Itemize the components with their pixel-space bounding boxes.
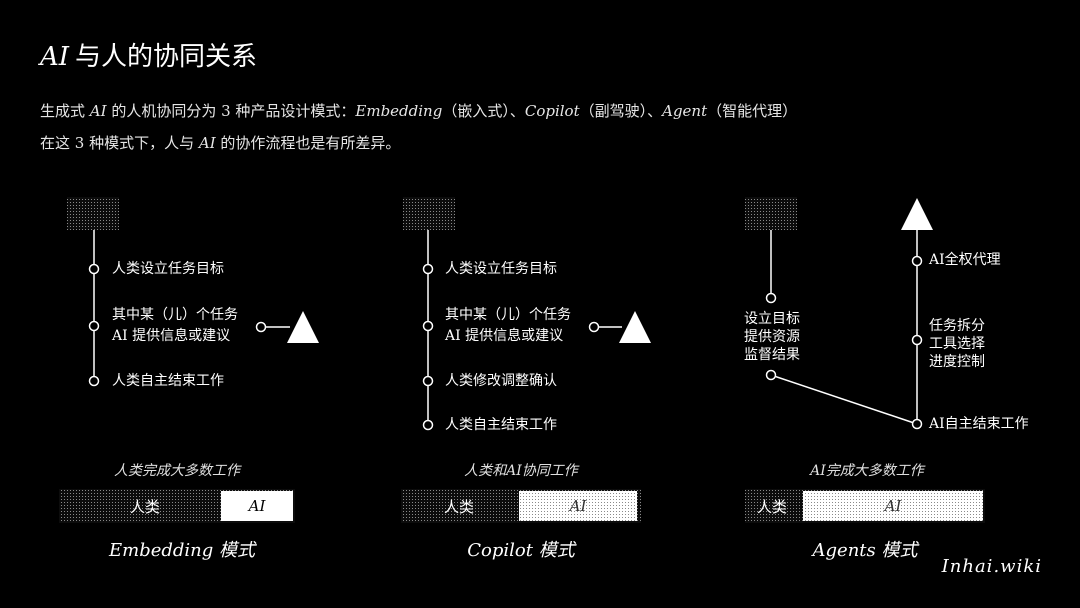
step-node: [765, 292, 777, 304]
embedding-step-3: AI 提供信息或建议: [112, 328, 231, 344]
agents-bar-ai-label: AI: [884, 497, 902, 515]
agents-human-step-2: 提供资源: [744, 329, 800, 345]
connector-node: [588, 321, 600, 333]
copilot-flow: [401, 197, 651, 523]
intro-line-1: 生成式 AI 的人机协同分为 3 种产品设计模式：Embedding（嵌入式）、…: [40, 102, 798, 120]
embedding-bar-ai-label: AI: [248, 497, 266, 515]
connector-node: [255, 321, 267, 333]
step-node: [88, 263, 100, 275]
step-node: [422, 320, 434, 332]
step-node: [765, 369, 777, 381]
human-block-icon: [745, 197, 797, 230]
step-node: [88, 320, 100, 332]
agents-ai-step-5: AI自主结束工作: [929, 416, 1029, 432]
step-node: [911, 418, 923, 430]
step-node: [422, 419, 434, 431]
embedding-step-2: 其中某（儿）个任务: [112, 307, 238, 323]
embedding-caption: 人类完成大多数工作: [114, 463, 240, 479]
copilot-bar-ai-label: AI: [569, 497, 587, 515]
agents-ai-step-3: 工具选择: [929, 336, 985, 352]
agents-flow: [745, 197, 985, 523]
step-node: [911, 255, 923, 267]
human-block-icon: [67, 197, 119, 230]
ai-triangle-icon: [901, 198, 933, 230]
step-node: [911, 334, 923, 346]
embedding-ai-bar-segment: [221, 491, 293, 521]
ai-triangle-icon: [619, 311, 651, 343]
ai-triangle-icon: [287, 311, 319, 343]
agents-human-step-1: 设立目标: [744, 311, 800, 327]
copilot-step-1: 人类设立任务目标: [445, 261, 557, 277]
embedding-mode-label: Embedding 模式: [108, 540, 256, 561]
intro-line-2: 在这 3 种模式下，人与 AI 的协作流程也是有所差异。: [40, 134, 401, 152]
agents-mode-label: Agents 模式: [812, 540, 918, 561]
copilot-ai-bar-segment: [519, 491, 637, 521]
copilot-step-5: 人类自主结束工作: [445, 417, 557, 433]
agents-ai-step-2: 任务拆分: [929, 318, 985, 334]
copilot-step-3: AI 提供信息或建议: [445, 328, 564, 344]
step-node: [88, 375, 100, 387]
agents-ai-bar-segment: [803, 491, 983, 521]
copilot-step-2: 其中某（儿）个任务: [445, 307, 571, 323]
embedding-bar-human-label: 人类: [130, 498, 161, 516]
agents-ai-step-1: AI全权代理: [929, 252, 1001, 268]
step-node: [422, 263, 434, 275]
copilot-step-4: 人类修改调整确认: [445, 373, 557, 389]
brand-watermark: Inhai.wiki: [941, 556, 1042, 577]
agents-ai-step-4: 进度控制: [929, 354, 985, 370]
embedding-flow: [59, 197, 319, 523]
copilot-caption: 人类和AI协同工作: [464, 463, 578, 479]
copilot-mode-label: Copilot 模式: [467, 540, 575, 561]
agents-caption: AI完成大多数工作: [810, 463, 924, 479]
step-node: [422, 375, 434, 387]
human-block-icon: [403, 197, 455, 230]
agents-bar-human-label: 人类: [757, 498, 788, 516]
embedding-step-4: 人类自主结束工作: [112, 373, 224, 389]
agents-human-step-3: 监督结果: [744, 347, 800, 363]
copilot-bar-human-label: 人类: [444, 498, 475, 516]
embedding-step-1: 人类设立任务目标: [112, 261, 224, 277]
